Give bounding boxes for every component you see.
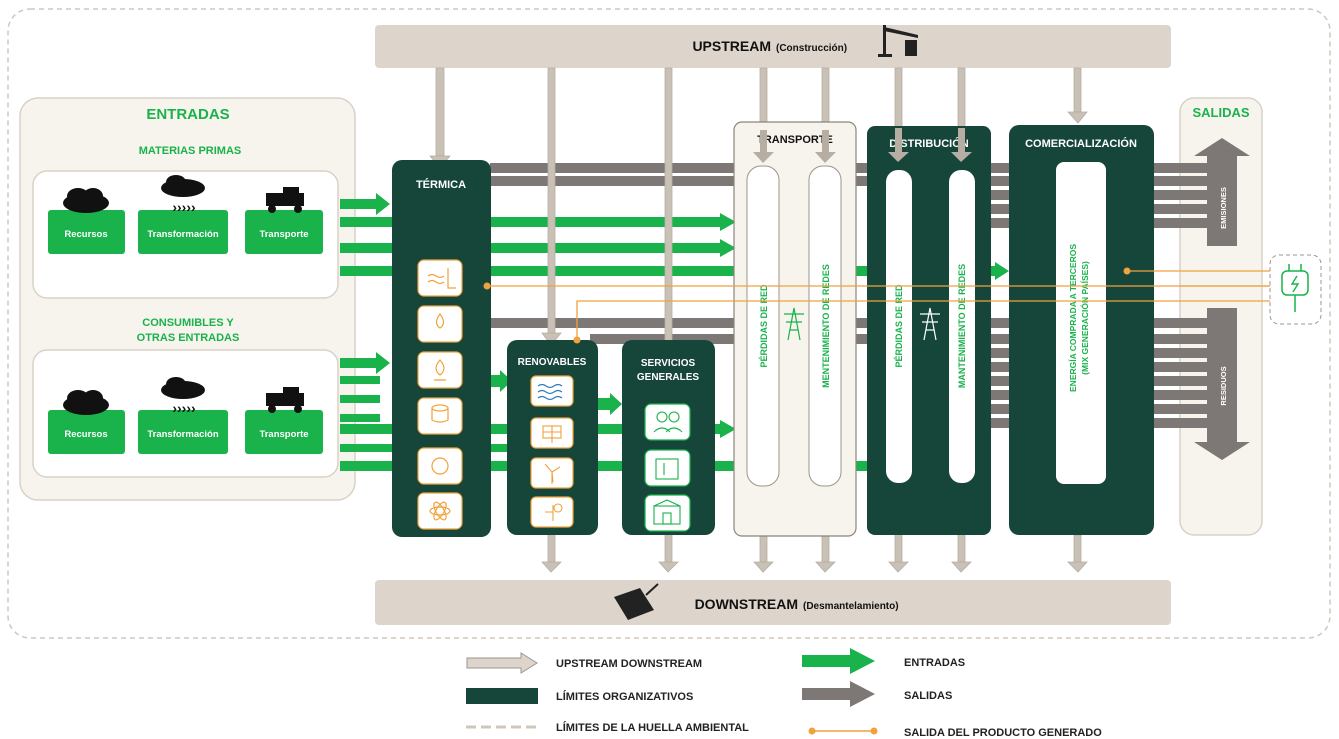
gray-arrow-icon	[802, 681, 875, 707]
svg-text:Transformación: Transformación	[147, 229, 218, 240]
building-icon	[645, 450, 690, 486]
transporte-col1-label: PÉRDIDAS DE RED	[759, 284, 769, 368]
salidas-title: SALIDAS	[1192, 105, 1249, 120]
power-plug-icon	[1270, 255, 1321, 324]
svg-text:Recursos: Recursos	[64, 429, 107, 440]
dark-green-box-icon	[466, 688, 538, 704]
oil-drop-icon	[418, 306, 462, 342]
cogeneration-icon	[418, 448, 462, 484]
distribucion-col1-label: PÉRDIDAS DE RED	[894, 284, 904, 368]
gas-flame-icon	[418, 352, 462, 388]
termica-title: TÉRMICA	[416, 178, 466, 191]
consumibles-title-2: OTRAS ENTRADAS	[137, 332, 240, 344]
comercializacion-col-line1: ENERGÍA COMPRADA A TERCEROS	[1068, 244, 1078, 392]
comercializacion-col-line2: (MIX GENERACIÓN PAÍSES)	[1079, 261, 1090, 375]
legend-label-limites-organizativos: LÍMITES ORGANIZATIVOS	[556, 690, 693, 703]
distribucion-col2-label: MANTENIMIENTO DE REDES	[957, 264, 967, 388]
svg-text:(Desmantelamiento): (Desmantelamiento)	[803, 601, 899, 612]
upstream-bar	[375, 25, 1171, 68]
svg-text:(Construcción): (Construcción)	[776, 43, 847, 54]
legend-label-limites-huella: LÍMITES DE LA HUELLA AMBIENTAL	[556, 721, 749, 734]
renovables-title: RENOVABLES	[518, 357, 587, 368]
transporte-col2-label: MENTENIMIENTO DE REDES	[821, 264, 831, 388]
legend-label-salidas: SALIDAS	[904, 690, 952, 702]
legend-label-salida-producto: SALIDA DEL PRODUCTO GENERADO	[904, 727, 1102, 739]
transporte-title: TRANSPORTE	[757, 134, 833, 146]
nuclear-icon	[418, 493, 462, 529]
entradas-title: ENTRADAS	[146, 106, 229, 123]
water-wave-icon	[531, 376, 573, 406]
coal-icon	[418, 398, 462, 434]
svg-text:DOWNSTREAM: DOWNSTREAM	[695, 596, 798, 612]
outline-arrow-icon	[467, 653, 537, 673]
legend-label-entradas: ENTRADAS	[904, 657, 965, 669]
consumibles-title-1: CONSUMIBLES Y	[142, 317, 234, 329]
materias-primas-title: MATERIAS PRIMAS	[139, 145, 241, 157]
svg-text:UPSTREAM: UPSTREAM	[692, 38, 771, 54]
svg-text:Transporte: Transporte	[259, 229, 308, 240]
legend: UPSTREAM DOWNSTREAM LÍMITES ORGANIZATIVO…	[466, 648, 1102, 739]
svg-text:›››››: ›››››	[172, 400, 196, 416]
svg-text:EMISIONES: EMISIONES	[1219, 187, 1228, 229]
svg-text:RESIDUOS: RESIDUOS	[1219, 366, 1228, 405]
comercializacion-title: COMERCIALIZACIÓN	[1025, 137, 1137, 150]
legend-label-upstream-downstream: UPSTREAM DOWNSTREAM	[556, 658, 702, 670]
people-icon	[645, 404, 690, 440]
servicios-title-1: SERVICIOS	[641, 358, 696, 369]
svg-text:›››››: ›››››	[172, 199, 196, 215]
orange-line-icon	[809, 728, 878, 735]
svg-text:Transporte: Transporte	[259, 429, 308, 440]
green-arrow-icon	[802, 648, 875, 674]
svg-text:Recursos: Recursos	[64, 229, 107, 240]
svg-text:Transformación: Transformación	[147, 429, 218, 440]
servicios-title-2: GENERALES	[637, 372, 700, 383]
